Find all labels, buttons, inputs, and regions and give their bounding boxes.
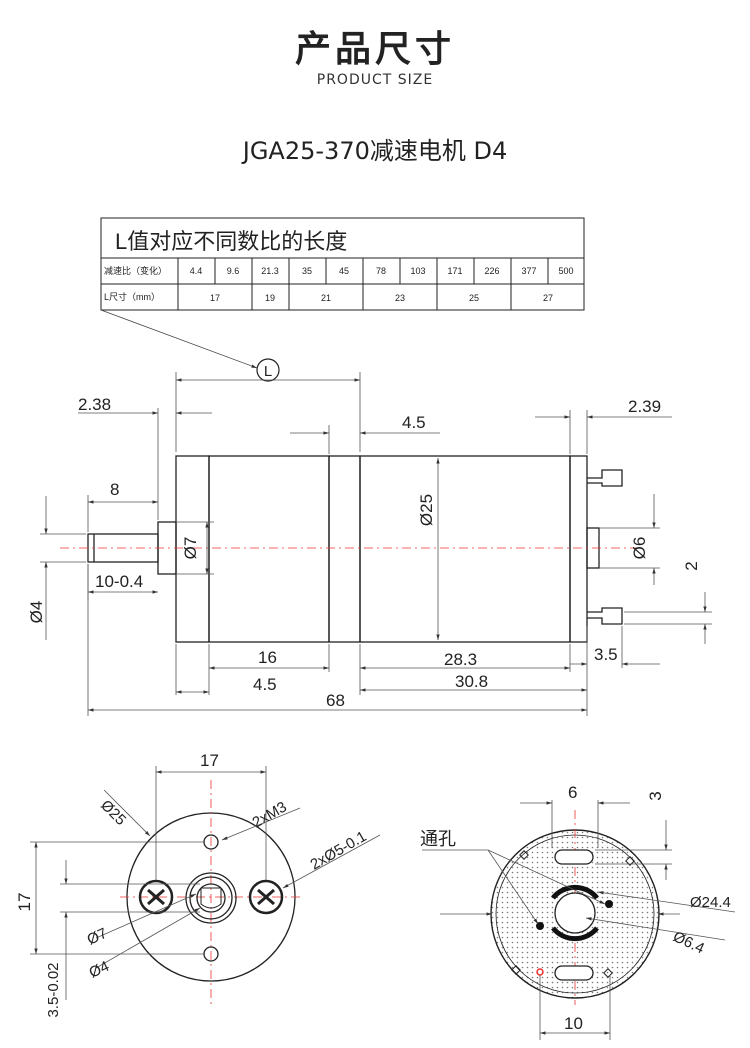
dim-phi25: Ø25 bbox=[97, 797, 129, 829]
dim-2: 2 bbox=[682, 561, 701, 570]
ratio-cell: 171 bbox=[447, 266, 462, 276]
dim-phi24-4: Ø24.4 bbox=[690, 894, 731, 911]
length-cell: 25 bbox=[469, 293, 479, 303]
dim-phi6-4: Ø6.4 bbox=[670, 928, 707, 957]
length-cell: 17 bbox=[210, 293, 220, 303]
ratio-cell: 9.6 bbox=[227, 266, 240, 276]
dim-2-38: 2.38 bbox=[78, 395, 111, 414]
dim-17-left: 17 bbox=[15, 893, 34, 912]
length-cell: 27 bbox=[543, 293, 553, 303]
shaft-circle bbox=[196, 883, 226, 913]
dim-28-3: 28.3 bbox=[444, 650, 477, 669]
dim-2-39: 2.39 bbox=[628, 397, 661, 416]
dim-10-0-4: 10-0.4 bbox=[95, 572, 143, 591]
dim-17-top: 17 bbox=[200, 751, 219, 770]
gearbox-body bbox=[208, 455, 330, 643]
ratio-row-label: 减速比（变化） bbox=[104, 265, 167, 276]
terminal-slot-top bbox=[554, 849, 594, 865]
ratio-cell: 226 bbox=[484, 266, 499, 276]
ratio-cell: 78 bbox=[376, 266, 386, 276]
screw-right bbox=[248, 879, 284, 915]
dim-16: 16 bbox=[258, 648, 277, 667]
dim-4-5-top: 4.5 bbox=[402, 413, 426, 432]
rear-view: 6 3 通孔 Ø24.4 Ø6.4 10 bbox=[420, 783, 736, 1040]
rear-bushing bbox=[554, 892, 596, 934]
vent-hole-right bbox=[605, 900, 613, 908]
dim-phi7: Ø7 bbox=[85, 925, 110, 949]
side-view: 2.38 4.5 2.39 8 10-0.4 Ø4 Ø7 Ø25 bbox=[27, 372, 712, 716]
boss-inner bbox=[189, 876, 233, 920]
brush-arc-bottom bbox=[551, 926, 599, 942]
length-cell: 19 bbox=[265, 293, 275, 303]
dim-3-5: 3.5 bbox=[594, 645, 618, 664]
shaft-flat bbox=[200, 887, 222, 909]
terminal-slot-bottom bbox=[554, 965, 594, 981]
ratio-cell: 377 bbox=[521, 266, 536, 276]
terminal-bottom bbox=[587, 607, 623, 625]
length-row-label: L尺寸（mm） bbox=[104, 291, 160, 302]
through-hole-label: 通孔 bbox=[420, 829, 456, 849]
dim-phi4: Ø4 bbox=[27, 601, 46, 624]
dim-3-5-0-02: 3.5-0.02 bbox=[45, 962, 62, 1017]
front-view: 17 Ø25 2xM3 2xØ5-0.1 17 Ø7 Ø4 3.5-0.02 bbox=[15, 751, 381, 1018]
ratio-cell: 4.4 bbox=[190, 266, 203, 276]
ratio-cell: 21.3 bbox=[261, 266, 279, 276]
ratio-cell: 500 bbox=[558, 266, 573, 276]
dim-30-8: 30.8 bbox=[455, 672, 488, 691]
dim-phi6: Ø6 bbox=[630, 537, 649, 560]
screw-left bbox=[138, 879, 174, 915]
dim-8: 8 bbox=[110, 480, 119, 499]
model-name: JGA25-370减速电机 D4 bbox=[242, 137, 508, 165]
dim-phi7: Ø7 bbox=[181, 537, 200, 560]
motor-can bbox=[359, 455, 571, 643]
dim-phi4: Ø4 bbox=[87, 958, 112, 982]
ratio-cell: 45 bbox=[339, 266, 349, 276]
gearbox-ring bbox=[328, 455, 361, 643]
dim-2xm3: 2xM3 bbox=[250, 798, 290, 831]
ratio-cell: 103 bbox=[410, 266, 425, 276]
dim-2xphi5: 2xØ5-0.1 bbox=[308, 828, 370, 874]
dim-68: 68 bbox=[326, 691, 345, 710]
length-cell: 21 bbox=[321, 293, 331, 303]
motor-endcap bbox=[569, 455, 588, 643]
page-subtitle: PRODUCT SIZE bbox=[316, 72, 434, 88]
table-title: L值对应不同数比的长度 bbox=[115, 229, 347, 254]
dim-3: 3 bbox=[646, 791, 665, 800]
ratio-length-table: L值对应不同数比的长度 减速比（变化） L尺寸（mm） 4.4 9.6 21.3… bbox=[100, 217, 585, 382]
brush-arc-top bbox=[551, 884, 599, 900]
terminal-top bbox=[587, 469, 623, 487]
callout-label: L bbox=[264, 363, 272, 380]
dim-10: 10 bbox=[564, 1014, 583, 1033]
ratio-cell: 35 bbox=[302, 266, 312, 276]
length-cell: 23 bbox=[395, 293, 405, 303]
page-title: 产品尺寸 bbox=[294, 29, 455, 70]
dim-4-5-bottom: 4.5 bbox=[253, 675, 277, 694]
dim-6: 6 bbox=[568, 783, 577, 802]
dim-phi25: Ø25 bbox=[417, 494, 436, 526]
